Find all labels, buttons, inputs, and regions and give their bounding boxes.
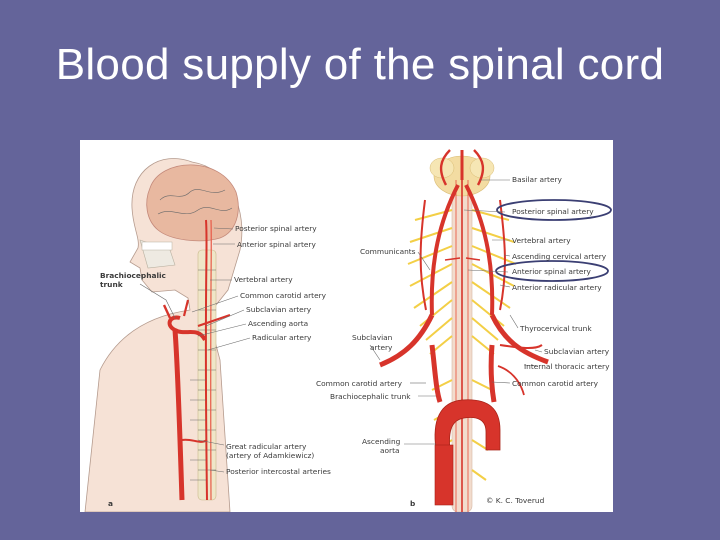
panel-b-letter: b — [410, 499, 415, 508]
label-a-ascending-aorta: Ascending aorta — [248, 319, 308, 328]
panel-b-anterior-view: Basilar artery Posterior spinal artery C… — [316, 149, 612, 512]
label-a-common-carotid-artery: Common carotid artery — [240, 291, 327, 300]
label-b-subclavian-left-2: artery — [370, 343, 393, 352]
label-b-thyrocervical-trunk: Thyrocervical trunk — [519, 324, 592, 333]
label-b-posterior-spinal-artery: Posterior spinal artery — [512, 207, 594, 216]
label-b-ascending-cervical-artery: Ascending cervical artery — [512, 252, 607, 261]
highlight-ring-posterior-spinal — [496, 199, 612, 221]
label-b-subclavian-artery: Subclavian artery — [544, 347, 610, 356]
panel-a-lateral-view: Posterior spinal artery Anterior spinal … — [84, 158, 331, 512]
label-b-anterior-spinal-artery: Anterior spinal artery — [512, 267, 591, 276]
label-a-posterior-spinal-artery: Posterior spinal artery — [235, 224, 317, 233]
label-a-great-radicular-2: (artery of Adamkiewicz) — [226, 451, 314, 460]
aortic-arch — [434, 399, 501, 451]
label-b-vertebral-artery: Vertebral artery — [512, 236, 571, 245]
label-a-radicular-artery: Radicular artery — [252, 333, 312, 342]
label-b-brachiocephalic-trunk: Brachiocephalic trunk — [330, 392, 411, 401]
anatomy-illustration: Posterior spinal artery Anterior spinal … — [84, 149, 612, 512]
label-a-great-radicular-1: Great radicular artery — [226, 442, 307, 451]
label-a-vertebral-artery: Vertebral artery — [234, 275, 293, 284]
brain — [146, 164, 239, 242]
label-b-internal-thoracic-artery: Internal thoracic artery — [524, 362, 610, 371]
label-a-brachiocephalic-trunk-2: trunk — [100, 280, 124, 289]
label-b-basilar-artery: Basilar artery — [512, 175, 563, 184]
label-a-brachiocephalic-trunk-1: Brachiocephalic — [100, 271, 166, 280]
label-b-subclavian-left-1: Subclavian — [352, 333, 393, 342]
label-b-common-carotid-left: Common carotid artery — [316, 379, 403, 388]
panel-a-letter: a — [108, 499, 113, 508]
label-a-subclavian-artery: Subclavian artery — [246, 305, 312, 314]
panel-b-arteries — [379, 149, 549, 512]
copyright-credit: © K. C. Toverud — [486, 496, 545, 505]
label-a-anterior-spinal-artery: Anterior spinal artery — [237, 240, 316, 249]
label-b-ascending-aorta-2: aorta — [380, 446, 400, 455]
slide-title: Blood supply of the spinal cord — [55, 40, 665, 89]
label-a-posterior-intercostal: Posterior intercostal arteries — [226, 467, 331, 476]
spinal-cord-blood-supply-figure: Posterior spinal artery Anterior spinal … — [80, 140, 613, 512]
label-b-communicants: Communicants — [360, 247, 416, 256]
label-b-anterior-radicular-artery: Anterior radicular artery — [512, 283, 602, 292]
panel-a-arteries — [162, 219, 231, 501]
highlight-ring-anterior-spinal — [495, 260, 609, 282]
label-b-ascending-aorta-1: Ascending — [362, 437, 401, 446]
label-b-common-carotid-right: Common carotid artery — [512, 379, 599, 388]
